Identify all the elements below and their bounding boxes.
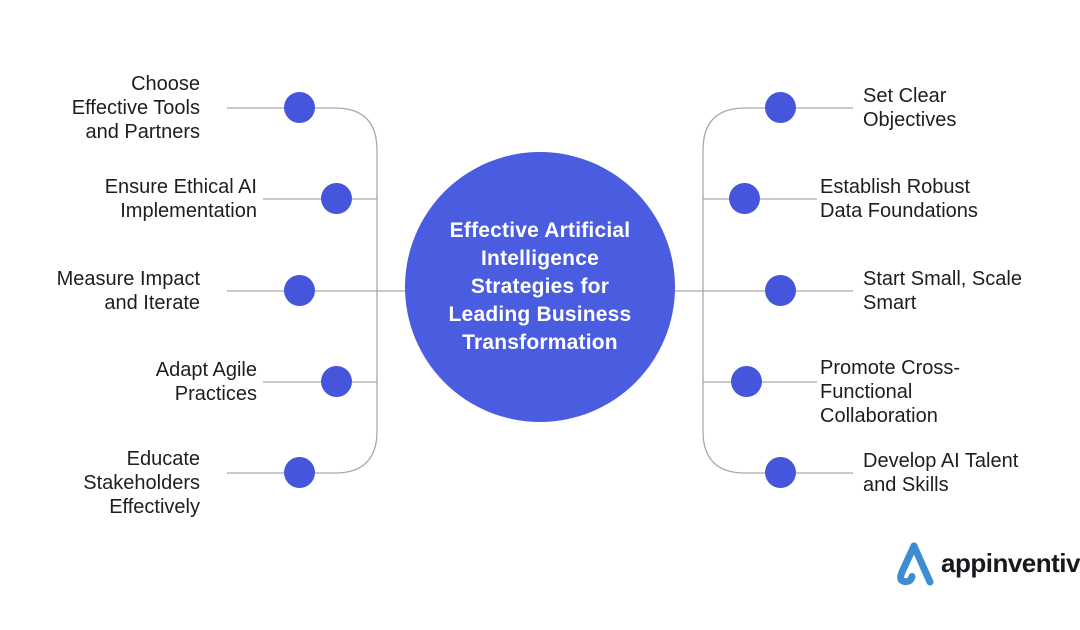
left-item-2-label: Ensure Ethical AI Implementation — [104, 176, 257, 222]
right-item-2-dot — [729, 183, 760, 214]
right-item-2-label: Establish Robust Data Foundations — [820, 176, 978, 222]
central-topic-title: Effective Artificial Intelligence Strate… — [448, 219, 632, 354]
left-item-3-label: Measure Impact and Iterate — [56, 268, 200, 314]
left-item-4-label: Adapt Agile Practices — [155, 359, 257, 405]
appinventiv-logo-text: appinventiv — [941, 547, 1080, 578]
right-item-4-label: Promote Cross- Functional Collaboration — [820, 357, 961, 427]
left-item-5-label: Educate Stakeholders Effectively — [83, 448, 200, 518]
left-item-4-dot — [321, 366, 352, 397]
left-item-5-dot — [284, 457, 315, 488]
central-topic-circle: Effective Artificial Intelligence Strate… — [405, 152, 675, 422]
right-item-3-dot — [765, 275, 796, 306]
left-item-1-label: Choose Effective Tools and Partners — [71, 73, 200, 143]
left-item-3-dot — [284, 275, 315, 306]
appinventiv-logo: appinventiv — [893, 540, 1080, 586]
appinventiv-logo-icon — [897, 542, 934, 586]
right-item-3-label: Start Small, Scale Smart — [863, 268, 1022, 314]
right-item-4-dot — [731, 366, 762, 397]
right-item-1-dot — [765, 92, 796, 123]
right-item-5-dot — [765, 457, 796, 488]
left-item-2-dot — [321, 183, 352, 214]
right-item-5-label: Develop AI Talent and Skills — [863, 450, 1019, 496]
left-item-1-dot — [284, 92, 315, 123]
right-item-1-label: Set Clear Objectives — [863, 85, 957, 131]
